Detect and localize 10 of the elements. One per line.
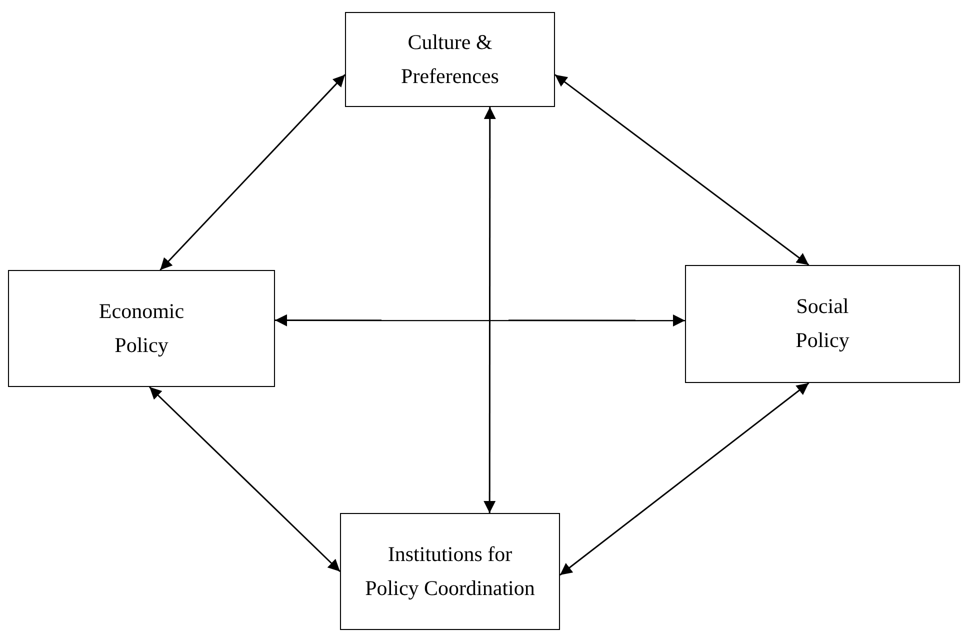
double-headed-arrow [148, 386, 341, 572]
double-headed-arrow [554, 74, 810, 266]
concept-box: Culture & Preferences [345, 12, 555, 107]
concept-box: Social Policy [685, 265, 960, 383]
double-headed-arrow [275, 314, 685, 326]
double-headed-arrow [560, 382, 810, 576]
double-headed-arrow [160, 74, 346, 271]
concept-box: Institutions for Policy Coordination [340, 513, 560, 630]
concept-box: Economic Policy [8, 270, 275, 387]
double-headed-arrow [484, 107, 496, 513]
